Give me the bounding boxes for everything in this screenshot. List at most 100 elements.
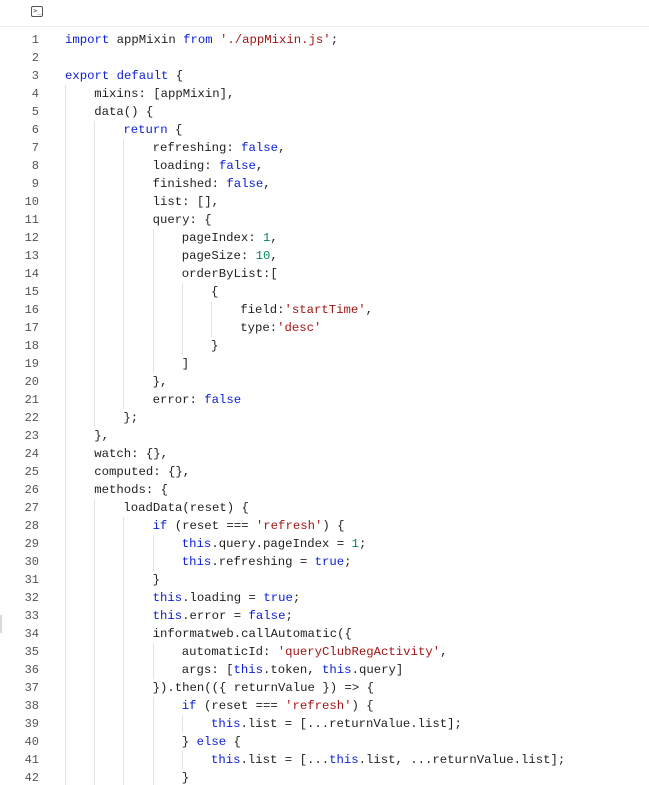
line-number: 7 — [31, 141, 39, 155]
code-token: (reset === — [167, 519, 256, 533]
indent-guide — [94, 697, 96, 715]
code-token: }).then(({ returnValue }) => { — [152, 681, 374, 695]
code-token: false — [248, 609, 286, 623]
indent-guide — [94, 229, 96, 247]
code-line[interactable]: 40} else { — [0, 733, 649, 751]
code-text: import appMixin from './appMixin.js'; — [65, 31, 338, 49]
code-token: './appMixin.js' — [220, 33, 331, 47]
code-line[interactable]: 42} — [0, 769, 649, 785]
code-text: data() { — [94, 103, 153, 121]
indent-guide — [123, 679, 125, 697]
code-token: this — [152, 591, 183, 605]
indent-guide — [123, 247, 125, 265]
indent-guide — [152, 535, 154, 553]
code-token: .loading = — [182, 591, 264, 605]
code-line[interactable]: 19] — [0, 355, 649, 373]
indent-guide — [65, 301, 66, 319]
code-line[interactable]: 2 — [0, 49, 649, 67]
indent-guide — [152, 643, 154, 661]
indent-guide — [152, 697, 154, 715]
code-token: }; — [123, 411, 139, 425]
code-token: , — [270, 249, 278, 263]
indent-guide — [94, 535, 96, 553]
code-line[interactable]: 31} — [0, 571, 649, 589]
indent-guide — [123, 301, 125, 319]
indent-guide — [65, 445, 66, 463]
line-number: 16 — [24, 303, 39, 317]
code-token: true — [314, 555, 345, 569]
indent-guide — [94, 355, 96, 373]
code-line[interactable]: 18} — [0, 337, 649, 355]
line-number: 12 — [24, 231, 39, 245]
indent-guide — [94, 391, 96, 409]
indent-guide — [65, 661, 66, 679]
code-line[interactable]: 22}; — [0, 409, 649, 427]
line-number: 22 — [24, 411, 39, 425]
code-token: this — [322, 663, 352, 677]
line-number: 5 — [31, 105, 39, 119]
indent-guide — [94, 301, 96, 319]
line-number: 14 — [24, 267, 39, 281]
code-token: this — [152, 609, 183, 623]
code-line[interactable]: 37}).then(({ returnValue }) => { — [0, 679, 649, 697]
indent-guide — [123, 373, 125, 391]
code-line[interactable]: 20}, — [0, 373, 649, 391]
indent-guide — [152, 283, 154, 301]
code-line[interactable]: 15{ — [0, 283, 649, 301]
code-token: from — [183, 33, 213, 47]
code-token: query: { — [152, 213, 212, 227]
indent-guide — [123, 607, 125, 625]
indent-guide — [65, 409, 66, 427]
code-token: .list = [...returnValue.list]; — [240, 717, 462, 731]
terminal-icon[interactable]: >_ — [31, 6, 43, 17]
indent-guide — [94, 499, 96, 517]
code-line[interactable]: 23}, — [0, 427, 649, 445]
indent-guide — [65, 175, 66, 193]
line-number: 19 — [24, 357, 39, 371]
indent-guide — [65, 139, 66, 157]
indent-guide — [152, 265, 154, 283]
line-number: 18 — [24, 339, 39, 353]
code-text: this.list = [...returnValue.list]; — [211, 715, 462, 733]
line-number: 10 — [24, 195, 39, 209]
indent-guide — [123, 751, 125, 769]
line-number: 24 — [24, 447, 39, 461]
indent-guide — [94, 553, 96, 571]
code-token: } — [152, 573, 160, 587]
indent-guide — [123, 157, 125, 175]
code-token: false — [241, 141, 279, 155]
code-token: pageIndex: — [181, 231, 263, 245]
code-line[interactable]: 5 data() { — [0, 103, 649, 121]
